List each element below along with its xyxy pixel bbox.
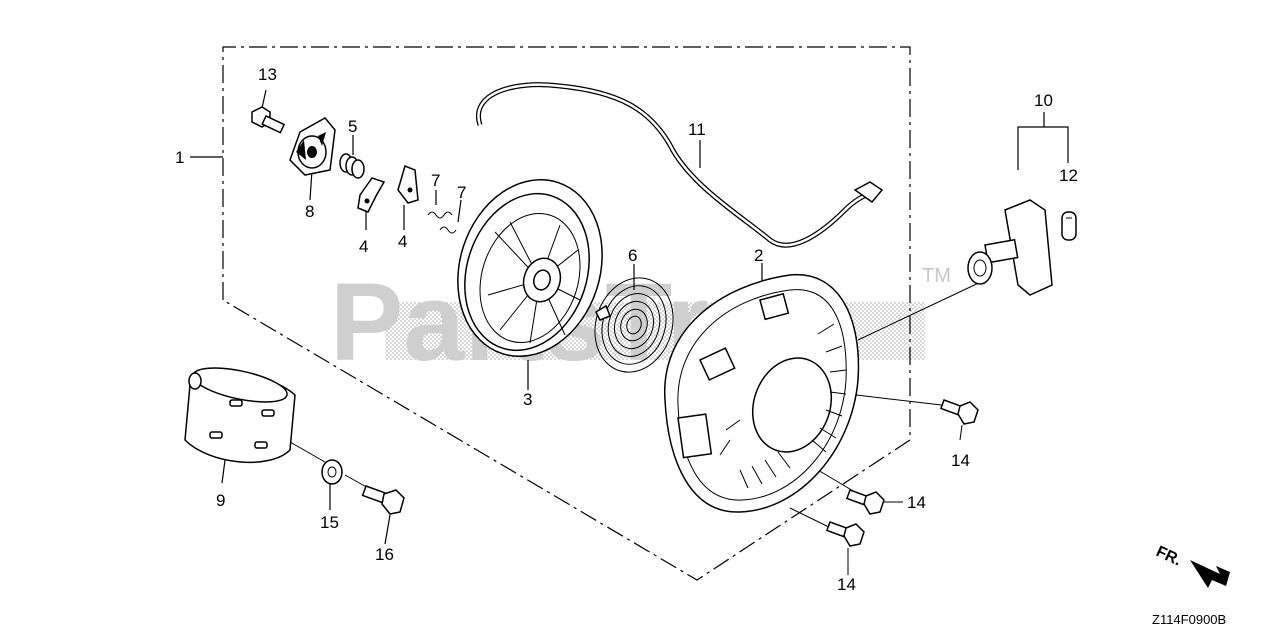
assembly-outline [222,46,911,581]
part-14-bolt-c [825,521,865,547]
callout-12: 12 [1059,166,1078,185]
callout-4a: 4 [359,237,368,256]
callout-11: 11 [688,120,706,139]
callout-14b: 14 [907,493,926,512]
callout-16: 16 [375,545,394,564]
part-12-plug [1061,211,1077,241]
part-4-pawl-a [357,177,386,213]
part-3-reel [457,178,603,358]
callout-6: 6 [628,246,637,265]
part-7-springs [427,211,457,234]
callout-3: 3 [523,390,532,409]
callout-15: 15 [320,513,339,532]
front-direction-indicator: FR. [1153,543,1230,588]
part-5-spring [339,153,365,179]
part-6-spring [594,277,674,373]
trademark-text: TM [922,265,951,287]
callout-10: 10 [1034,91,1053,110]
callout-9: 9 [216,491,225,510]
part-8-ratchet [289,117,336,176]
callout-13: 13 [258,65,277,84]
part-11-rope [476,82,884,248]
callout-4b: 4 [398,232,407,251]
part-10-handle [967,199,1053,296]
callout-5: 5 [348,117,357,136]
arrow-right-icon [1190,560,1230,588]
callout-14a: 14 [951,451,970,470]
callout-7b: 7 [457,183,466,202]
case-vents [719,323,847,489]
part-14-bolt-b [845,489,885,515]
callout-2: 2 [754,246,763,265]
part-4-pawl-b [397,164,419,204]
diagram-code: Z114F0900B [1152,612,1226,627]
direction-label: FR. [1153,543,1184,569]
part-15-washer [321,459,343,485]
part-9-cup [184,367,296,464]
callouts: 1 2 3 4 4 5 6 7 7 8 9 10 11 12 13 14 14 … [175,65,1078,594]
part-13-bolt [251,106,286,134]
callout-14c: 14 [837,575,856,594]
callout-1: 1 [175,148,184,167]
part-16-bolt [361,485,405,515]
callout-7a: 7 [431,171,440,190]
callout-8: 8 [305,202,314,221]
part-14-bolt-a [939,399,979,425]
part-2-case [664,274,860,513]
